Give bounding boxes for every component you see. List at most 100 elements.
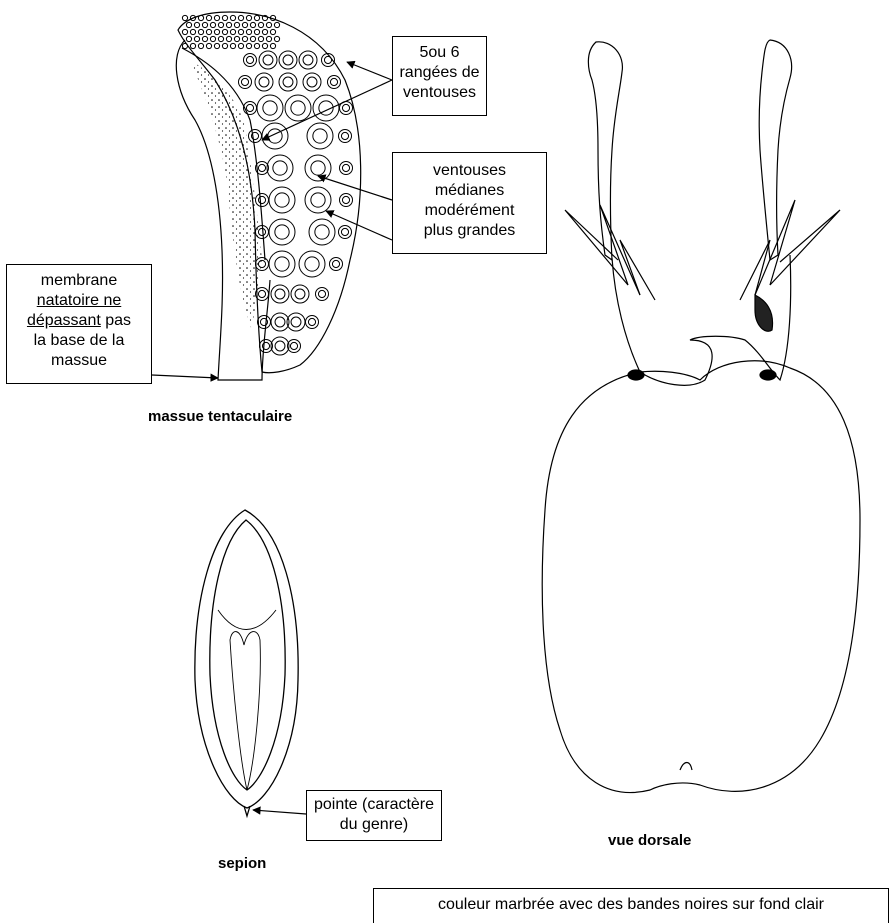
- left-arm-3: [620, 240, 655, 300]
- sucker: [246, 15, 251, 20]
- sucker: [214, 43, 219, 48]
- sucker: [270, 43, 275, 48]
- sucker: [274, 22, 279, 27]
- tip-label: pointe (caractère du genre): [306, 790, 442, 841]
- sucker: [259, 51, 277, 69]
- sucker: [291, 285, 309, 303]
- cuttlebone-mid: [218, 610, 276, 630]
- sucker: [246, 29, 251, 34]
- sucker: [306, 316, 319, 329]
- sucker-inner: [291, 317, 301, 327]
- sucker: [230, 29, 235, 34]
- cuttlebone-ridge: [230, 632, 260, 790]
- arrow-to-median-suckers-a: [318, 176, 392, 200]
- sucker: [303, 73, 321, 91]
- arrow-to-sucker-rows-inner: [262, 80, 392, 140]
- sucker: [279, 51, 297, 69]
- median-suckers-line-1: ventouses: [393, 161, 546, 181]
- callout-arrows: [152, 62, 392, 814]
- sucker: [239, 76, 252, 89]
- sucker: [202, 22, 207, 27]
- sucker: [339, 130, 352, 143]
- sucker-inner: [342, 104, 349, 111]
- sucker-inner: [295, 289, 305, 299]
- sucker-rows-line-1: 5ou 6: [393, 43, 486, 63]
- sucker: [305, 155, 331, 181]
- sucker: [262, 29, 267, 34]
- club-caption: massue tentaculaire: [148, 408, 292, 425]
- sucker: [234, 36, 239, 41]
- sucker-inner: [290, 342, 297, 349]
- sucker: [226, 22, 231, 27]
- sucker: [307, 123, 333, 149]
- sucker: [249, 130, 262, 143]
- sucker: [340, 194, 353, 207]
- sucker-inner: [311, 193, 325, 207]
- mantle-notch: [680, 763, 692, 771]
- sucker: [330, 258, 343, 271]
- sucker: [269, 187, 295, 213]
- sucker: [230, 43, 235, 48]
- sucker: [194, 36, 199, 41]
- sucker: [230, 15, 235, 20]
- sucker: [210, 22, 215, 27]
- sucker: [287, 313, 305, 331]
- sucker: [238, 43, 243, 48]
- sucker-inner: [318, 290, 325, 297]
- sucker-inner: [273, 161, 287, 175]
- sucker-inner: [275, 289, 285, 299]
- sucker: [244, 54, 257, 67]
- sucker-inner: [275, 193, 289, 207]
- sucker-inner: [246, 104, 253, 111]
- sucker: [198, 43, 203, 48]
- sucker: [234, 22, 239, 27]
- sucker-inner: [258, 196, 265, 203]
- arrow-to-tip: [253, 810, 306, 814]
- sucker: [262, 123, 288, 149]
- sucker: [194, 22, 199, 27]
- sucker: [266, 36, 271, 41]
- membrane-line-4: la base de la: [7, 331, 151, 351]
- membrane-line-2: natatoire ne: [7, 291, 151, 311]
- sucker-inner: [258, 228, 265, 235]
- tentacular-club-drawing: [176, 12, 360, 380]
- sucker-rows-line-2: rangées de: [393, 63, 486, 83]
- sucker: [214, 15, 219, 20]
- sucker: [244, 102, 257, 115]
- sucker: [218, 22, 223, 27]
- sucker-inner: [305, 257, 319, 271]
- sucker: [242, 22, 247, 27]
- tip-line-2: du genre): [307, 815, 441, 835]
- sucker: [210, 36, 215, 41]
- tip-line-1: pointe (caractère: [307, 795, 441, 815]
- dark-marking: [755, 295, 773, 331]
- sucker-inner: [341, 228, 348, 235]
- sucker: [182, 43, 187, 48]
- sucker-inner: [275, 225, 289, 239]
- sucker: [226, 36, 231, 41]
- sucker-inner: [259, 77, 269, 87]
- sucker-inner: [275, 257, 289, 271]
- arrow-to-membrane: [152, 375, 218, 378]
- median-suckers-label: ventouses médianes modérément plus grand…: [392, 152, 547, 254]
- right-arm-2: [755, 200, 795, 295]
- sucker: [254, 29, 259, 34]
- sucker: [190, 29, 195, 34]
- median-suckers-line-3: modérément: [393, 201, 546, 221]
- sucker: [328, 76, 341, 89]
- sucker: [182, 15, 187, 20]
- sucker: [271, 337, 289, 355]
- sucker-inner: [307, 77, 317, 87]
- sucker: [258, 36, 263, 41]
- sucker-inner: [332, 260, 339, 267]
- sucker-inner: [258, 164, 265, 171]
- membrane-label: membrane natatoire ne dépassant pas la b…: [6, 264, 152, 384]
- sucker-inner: [263, 55, 273, 65]
- arrow-to-sucker-rows-edge: [347, 62, 392, 80]
- sucker: [258, 22, 263, 27]
- membrane-line-3: dépassant pas: [7, 311, 151, 331]
- right-eye: [760, 370, 776, 380]
- sucker: [262, 43, 267, 48]
- sucker-rows-line-3: ventouses: [393, 83, 486, 103]
- sucker-inner: [313, 129, 327, 143]
